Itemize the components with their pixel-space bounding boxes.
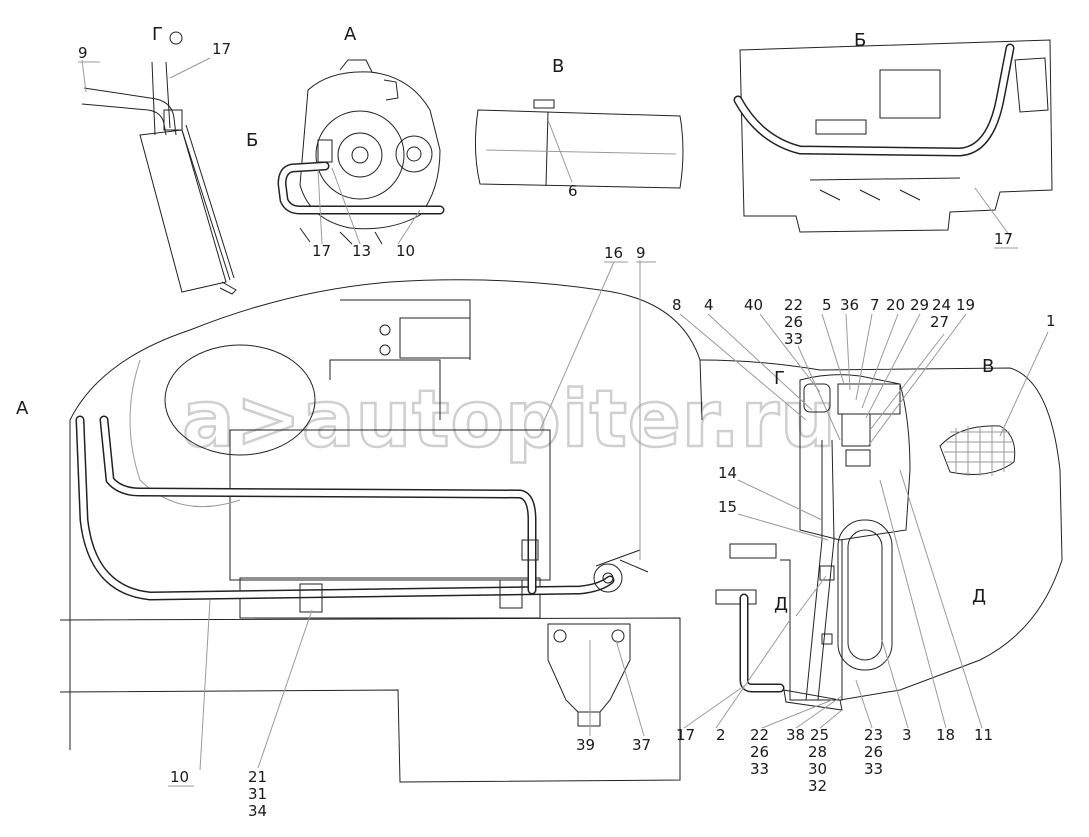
part-label: 26 [750,743,769,761]
part-label: 21 [248,768,267,786]
view-label-d-left: Д [774,594,788,615]
part-label: 27 [930,313,949,331]
part-label: 14 [718,464,737,482]
part-label: 36 [840,296,859,314]
part-label: 26 [864,743,883,761]
part-label: 17 [676,726,695,744]
part-label: 38 [786,726,805,744]
part-label: 23 [864,726,883,744]
part-label: 32 [808,777,827,795]
part-label: 7 [870,296,880,314]
part-label: 8 [672,296,682,314]
part-label: 39 [576,736,595,754]
part-label: 17 [994,230,1013,248]
view-label-a-arrow: А [16,398,29,419]
part-label: 15 [718,498,737,516]
part-label: 1 [1046,312,1056,330]
part-label: 3 [902,726,912,744]
part-label: 33 [750,760,769,778]
leader-lines [81,57,1049,771]
part-label: 34 [248,802,267,820]
part-label: 37 [632,736,651,754]
watermark: a>autopiter.ru [182,375,837,465]
part-label: 18 [936,726,955,744]
detail-view-a [277,59,445,245]
part-label: 25 [810,726,829,744]
part-label: 6 [568,182,578,200]
label-underlines [78,61,1018,787]
part-label: 26 [784,313,803,331]
heater-unit [780,374,1016,711]
view-label-g-arrow: Г [774,368,785,389]
view-label-v-arrow: В [982,356,994,377]
detail-view-g [81,31,237,295]
part-label: 20 [886,296,905,314]
part-label: 17 [312,242,331,260]
part-label: 40 [744,296,763,314]
part-label: 9 [636,244,646,262]
part-label: 10 [170,768,189,786]
part-number-labels: 9 17 17 13 10 6 17 16 9 8 4 40 22 26 33 … [78,40,1056,820]
part-label: 28 [808,743,827,761]
main-assembly-view [59,279,1063,783]
view-labels: Г А В Б Б А Г В Д Д [16,24,994,615]
part-label: 33 [864,760,883,778]
part-label: 10 [396,242,415,260]
view-label-d-right: Д [972,586,986,607]
part-label: 33 [784,330,803,348]
part-label: 22 [750,726,769,744]
part-label: 30 [808,760,827,778]
view-label-v-top: В [552,56,564,77]
part-label: 11 [974,726,993,744]
view-label-a-top: А [344,24,357,45]
part-label: 17 [212,40,231,58]
part-label: 29 [910,296,929,314]
detail-view-v [474,99,684,189]
part-label: 2 [716,726,726,744]
part-label: 31 [248,785,267,803]
part-label: 5 [822,296,832,314]
part-label: 16 [604,244,623,262]
part-label: 13 [352,242,371,260]
view-label-g-top: Г [152,24,163,45]
part-label: 19 [956,296,975,314]
view-label-b-arrow: Б [246,130,258,151]
part-label: 22 [784,296,803,314]
part-label: 4 [704,296,714,314]
part-label: 9 [78,44,88,62]
detail-view-b [733,39,1053,233]
part-label: 24 [932,296,951,314]
view-label-b-top: Б [854,30,866,51]
